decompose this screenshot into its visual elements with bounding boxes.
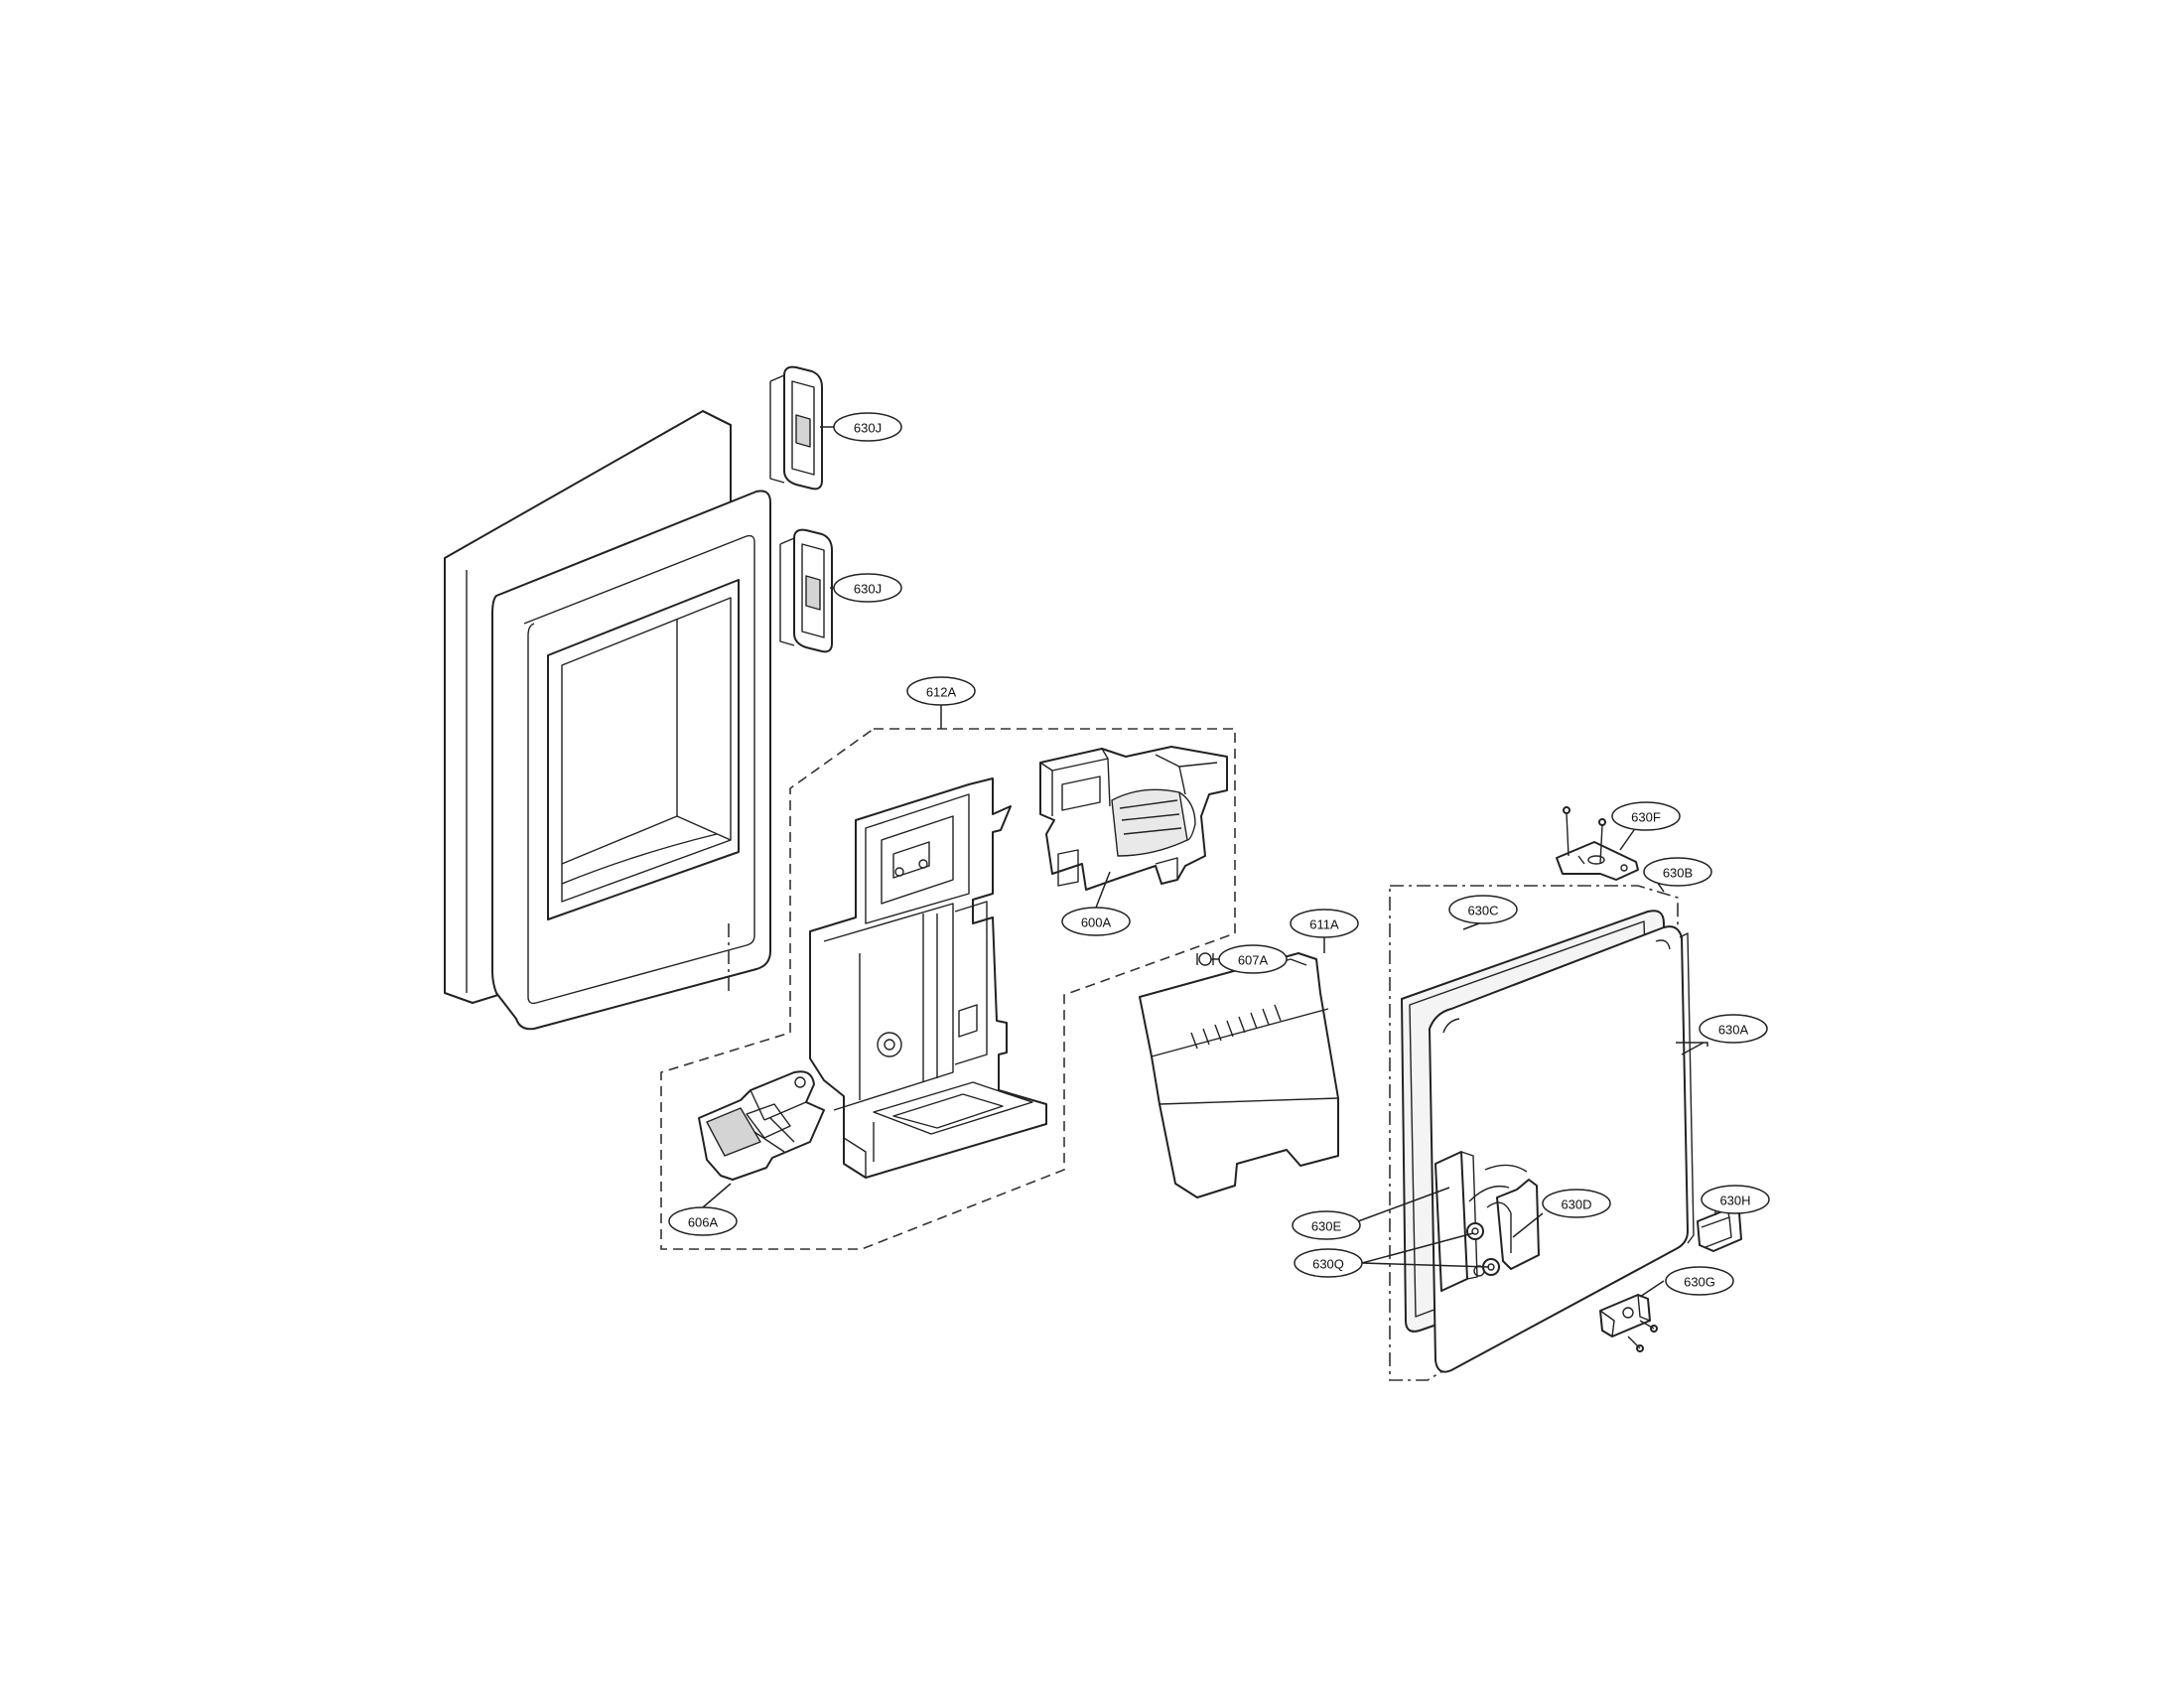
svg-text:630Q: 630Q — [1312, 1257, 1344, 1272]
svg-text:630F: 630F — [1631, 810, 1661, 825]
svg-text:607A: 607A — [1238, 953, 1269, 968]
svg-text:611A: 611A — [1309, 917, 1339, 932]
auger-motor-assembly — [1039, 746, 1228, 891]
svg-text:630D: 630D — [1561, 1197, 1591, 1212]
callout-630H: 630H — [1701, 1185, 1770, 1214]
part-630J-top — [769, 365, 823, 491]
callout-630D: 630D — [1542, 1189, 1611, 1218]
svg-text:630G: 630G — [1684, 1275, 1715, 1290]
svg-text:606A: 606A — [688, 1215, 719, 1230]
leader-lines — [820, 426, 1716, 1298]
switch-part-606A — [698, 1070, 825, 1181]
callout-607A: 607A — [1218, 944, 1288, 974]
svg-text:630J: 630J — [854, 582, 882, 597]
svg-text:612A: 612A — [926, 685, 957, 700]
dispenser-housing — [809, 777, 1047, 1179]
cover-611A — [1139, 952, 1339, 1198]
latch-630H — [1697, 1208, 1742, 1252]
callout-630J-bottom: 630J — [833, 573, 902, 603]
callout-630A: 630A — [1699, 1014, 1768, 1044]
callout-630C: 630C — [1448, 895, 1518, 924]
svg-text:630H: 630H — [1719, 1194, 1750, 1208]
svg-text:630C: 630C — [1467, 904, 1498, 918]
door-panel — [444, 410, 771, 1031]
callout-630J-top: 630J — [833, 412, 902, 442]
part-630J-bottom — [779, 528, 833, 653]
svg-text:630B: 630B — [1663, 866, 1693, 881]
svg-text:630E: 630E — [1311, 1219, 1342, 1234]
svg-text:630J: 630J — [854, 421, 882, 436]
callout-630Q: 630Q — [1294, 1248, 1363, 1278]
callout-611A: 611A — [1290, 909, 1359, 938]
callout-630B: 630B — [1643, 857, 1712, 887]
hinge-bracket-630E — [1434, 1151, 1478, 1292]
bottom-hinge-630G — [1599, 1294, 1658, 1352]
group-612A-outline — [660, 728, 1236, 1250]
callout-606A: 606A — [668, 1206, 738, 1236]
callout-600A: 600A — [1061, 907, 1131, 936]
svg-text:600A: 600A — [1081, 915, 1112, 930]
callout-630G: 630G — [1665, 1266, 1734, 1296]
top-hinge-630F — [1556, 806, 1639, 881]
svg-text:630A: 630A — [1718, 1023, 1749, 1038]
callout-612A: 612A — [906, 676, 976, 706]
callout-630F: 630F — [1611, 801, 1681, 831]
hinge-630D — [1468, 1179, 1540, 1270]
callout-630E: 630E — [1292, 1210, 1361, 1240]
